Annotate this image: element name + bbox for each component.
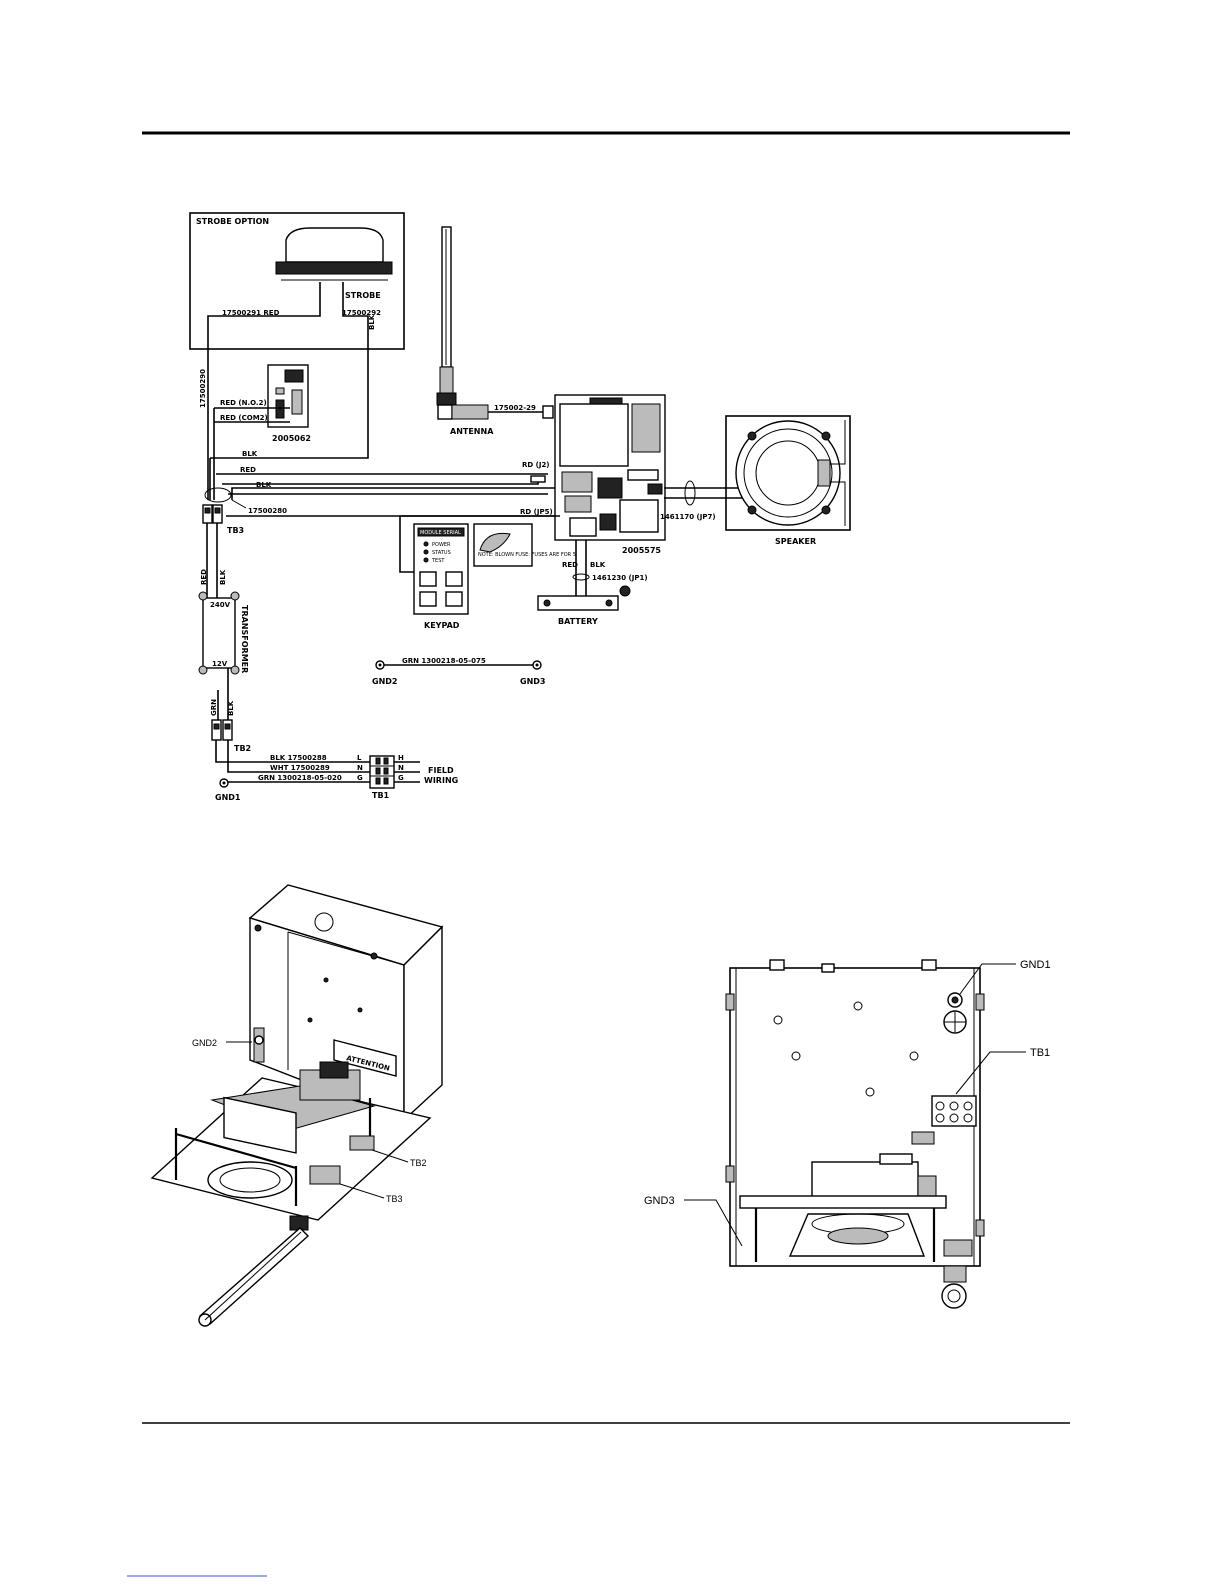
relay-label: 2005062 [272, 434, 311, 443]
xfmr-wire-blk: BLK [219, 569, 227, 585]
relay-wire-com2: RED (COM2) [220, 414, 268, 422]
antenna: ANTENNA 175002-29 [436, 226, 554, 436]
keypad-led-power: POWER [432, 542, 451, 548]
wiring-diagram: STROBE OPTION STROBE 17500291 RED 175002… [189, 212, 851, 802]
strobe-wire-blk: 17500292 [342, 309, 381, 317]
tb3-terminal: TB3 [202, 504, 244, 535]
antenna-label: ANTENNA [450, 427, 494, 436]
speaker-label: SPEAKER [775, 537, 816, 546]
front-gnd3: GND3 [644, 1195, 675, 1207]
front-gnd1: GND1 [1020, 959, 1051, 971]
wire-blk-2: BLK [256, 481, 272, 489]
isometric-view: ATTENTION GND2 TB2 TB3 [150, 884, 444, 1327]
tb1-label: TB1 [372, 791, 390, 800]
fuse-note: NOTE: BLOWN FUSE: FUSES ARE FOR 5 [478, 552, 576, 558]
keypad: MODULE SERIAL POWER STATUS TEST KEYPAD N… [399, 515, 576, 630]
speaker-cable: 1461170 (JP7) [660, 513, 716, 521]
relay-wire-no2: RED (N.O.2) [220, 399, 267, 407]
tb1-terminal: TB1 [369, 755, 395, 800]
wire-red-1: RED [240, 466, 256, 474]
term-g2: G [398, 774, 404, 782]
strobe-base [275, 261, 393, 275]
keypad-led-status: STATUS [432, 550, 451, 556]
strobe-wire-blk-color: BLK [368, 314, 376, 330]
jumper-j2: RD (J2) [522, 461, 550, 469]
term-n2: N [398, 764, 404, 772]
battery-wire-blk: BLK [590, 561, 606, 569]
strobe-option-title: STROBE OPTION [196, 217, 269, 226]
field-wire-blk: BLK 17500288 [270, 754, 327, 762]
speaker: 1461170 (JP7) SPEAKER [660, 415, 851, 546]
xfmr-wire-grn: GRN [210, 699, 218, 716]
transformer-top: 240V [210, 601, 231, 609]
iso-tb3: TB3 [386, 1194, 403, 1204]
transformer-bottom: 12V [212, 660, 228, 668]
tb2-terminal: TB2 [211, 719, 251, 753]
wire-blk-1: BLK [242, 450, 258, 458]
battery: RED BLK 1461230 (JP1) BATTERY [537, 540, 648, 626]
gnd1-label: GND1 [215, 793, 241, 802]
field-wiring-line1: FIELD [428, 766, 454, 775]
keypad-header: MODULE SERIAL [420, 530, 461, 536]
front-tb1: TB1 [1030, 1047, 1050, 1059]
transformer-label: TRANSFORMER [240, 605, 249, 673]
front-view: GND1 TB1 GND3 [644, 959, 1051, 1309]
keypad-led-test: TEST [431, 558, 445, 564]
keypad-label: KEYPAD [424, 621, 460, 630]
antenna-cable: 175002-29 [494, 404, 536, 412]
strobe-wire-red: 17500291 RED [222, 309, 280, 317]
gnd-wire: GRN 1300218-05-075 [402, 657, 486, 665]
term-h2: H [398, 754, 404, 762]
iso-tb2: TB2 [410, 1158, 427, 1168]
gnd3-label: GND3 [520, 677, 545, 686]
strobe-label: STROBE [345, 291, 381, 300]
battery-wire-red: RED [562, 561, 578, 569]
strobe-dome [285, 227, 384, 263]
iso-gnd2: GND2 [192, 1038, 217, 1048]
cable-17500280: 17500280 [248, 507, 287, 515]
term-l: L [357, 754, 362, 762]
relay-board: 2005062 RED (N.O.2) RED (COM2) [214, 364, 311, 443]
controller-label: 2005575 [622, 546, 661, 555]
xfmr-wire-red: RED [200, 569, 208, 585]
jumper-jp5: RD (JP5) [520, 508, 553, 516]
term-g: G [357, 774, 363, 782]
gnd2-label: GND2 [372, 677, 397, 686]
strobe-option-box: STROBE OPTION STROBE 17500291 RED 175002… [189, 212, 405, 459]
strobe-cable-vertical: 17500290 [199, 369, 207, 408]
field-wire-grn: GRN 1300218-05-020 [258, 774, 342, 782]
tb2-label: TB2 [234, 744, 251, 753]
field-wiring-line2: WIRING [424, 776, 458, 785]
battery-cable: 1461230 (JP1) [592, 574, 648, 582]
xfmr-wire-blk2: BLK [227, 700, 235, 716]
tb3-label: TB3 [227, 526, 244, 535]
battery-label: BATTERY [558, 617, 598, 626]
term-n: N [357, 764, 363, 772]
field-wire-wht: WHT 17500289 [270, 764, 330, 772]
transformer: 240V 12V TRANSFORMER [198, 591, 249, 675]
controller-board: 2005575 [554, 394, 666, 555]
